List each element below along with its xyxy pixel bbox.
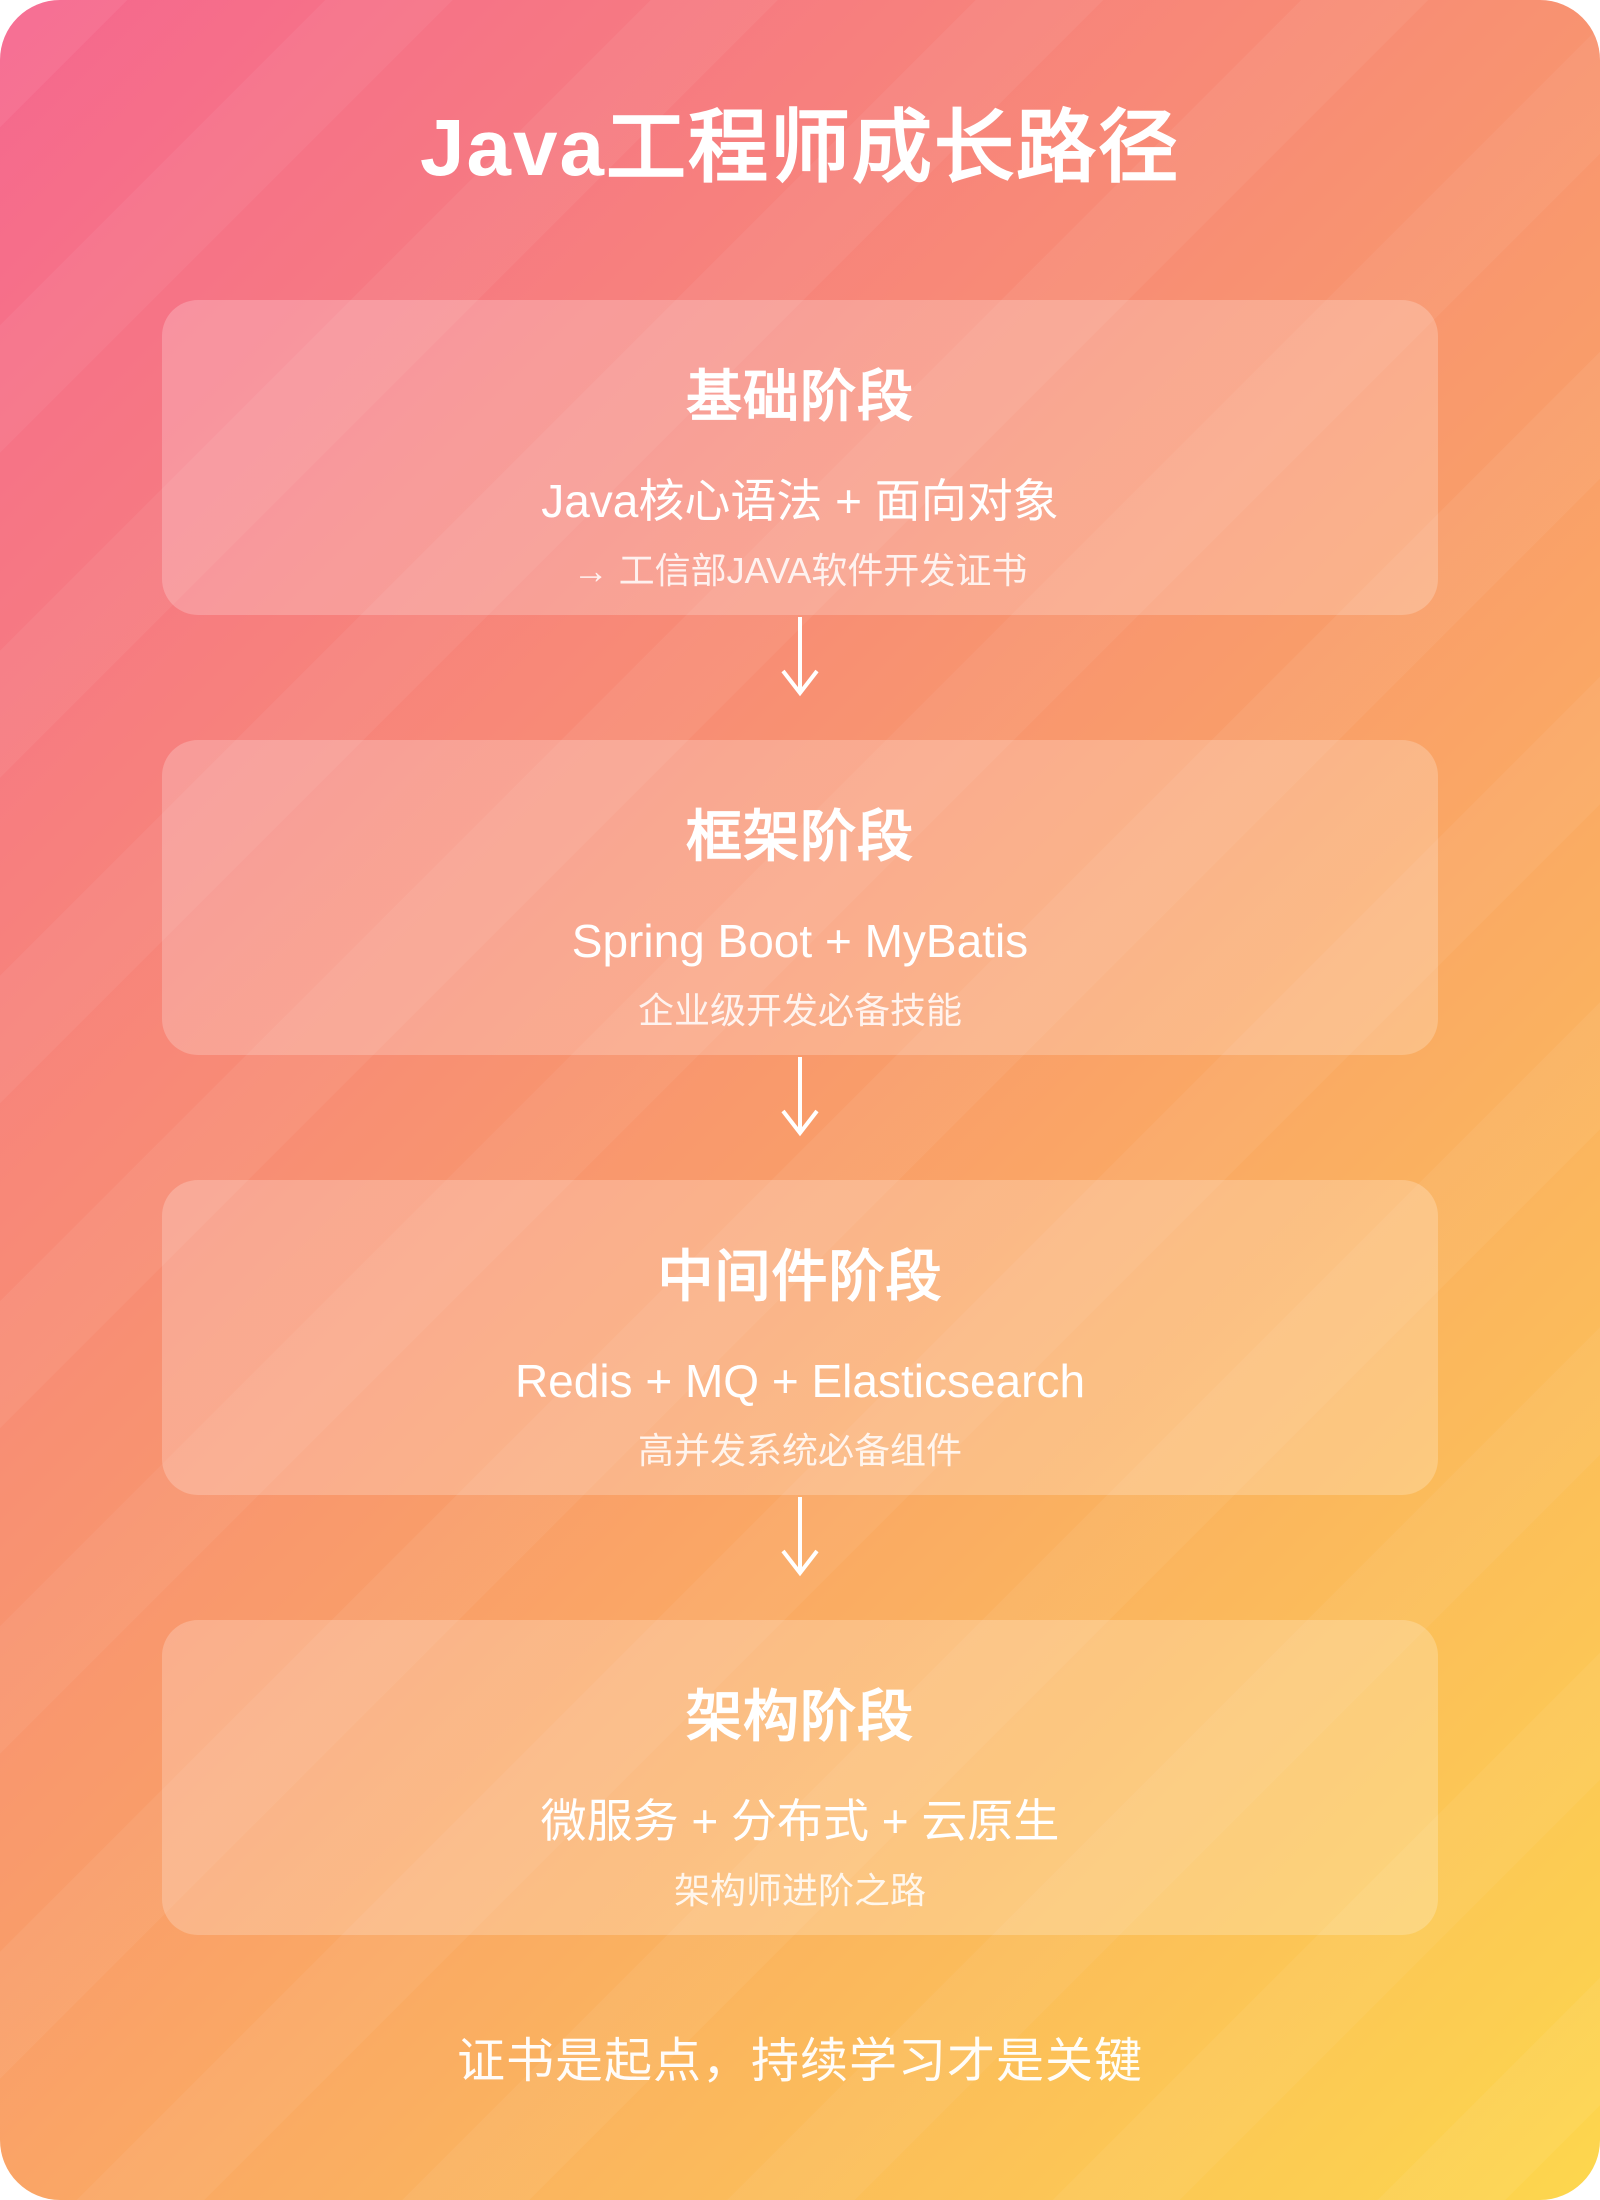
stage-note: 企业级开发必备技能 xyxy=(637,989,962,1031)
stage-skills: Redis + MQ + Elasticsearch xyxy=(514,1355,1086,1407)
flow-arrow-row xyxy=(162,1055,1438,1180)
stage-title: 中间件阶段 xyxy=(657,1245,943,1308)
down-arrow-icon xyxy=(781,617,819,697)
stage-note: → 工信部JAVA软件开发证书 xyxy=(572,549,1028,591)
stage-card-framework: 框架阶段 Spring Boot + MyBatis 企业级开发必备技能 xyxy=(162,740,1438,1055)
stage-skills: Java核心语法 + 面向对象 xyxy=(541,475,1059,527)
stage-card-basic: 基础阶段 Java核心语法 + 面向对象 → 工信部JAVA软件开发证书 xyxy=(162,300,1438,615)
flow-arrow-row xyxy=(162,1495,1438,1620)
flow-arrow-row xyxy=(162,615,1438,740)
stage-note: 高并发系统必备组件 xyxy=(637,1429,962,1471)
stage-card-architecture: 架构阶段 微服务 + 分布式 + 云原生 架构师进阶之路 xyxy=(162,1620,1438,1935)
stage-skills: Spring Boot + MyBatis xyxy=(571,915,1029,967)
stage-title: 架构阶段 xyxy=(686,1685,914,1748)
stage-card-middleware: 中间件阶段 Redis + MQ + Elasticsearch 高并发系统必备… xyxy=(162,1180,1438,1495)
page-title: Java工程师成长路径 xyxy=(420,103,1180,192)
stage-title: 框架阶段 xyxy=(686,805,914,868)
stage-note: 架构师进阶之路 xyxy=(673,1869,926,1911)
down-arrow-icon xyxy=(781,1057,819,1137)
stage-title: 基础阶段 xyxy=(686,365,914,428)
stage-skills: 微服务 + 分布式 + 云原生 xyxy=(540,1795,1060,1847)
down-arrow-icon xyxy=(781,1497,819,1577)
footer-note: 证书是起点，持续学习才是关键 xyxy=(456,2035,1143,2088)
